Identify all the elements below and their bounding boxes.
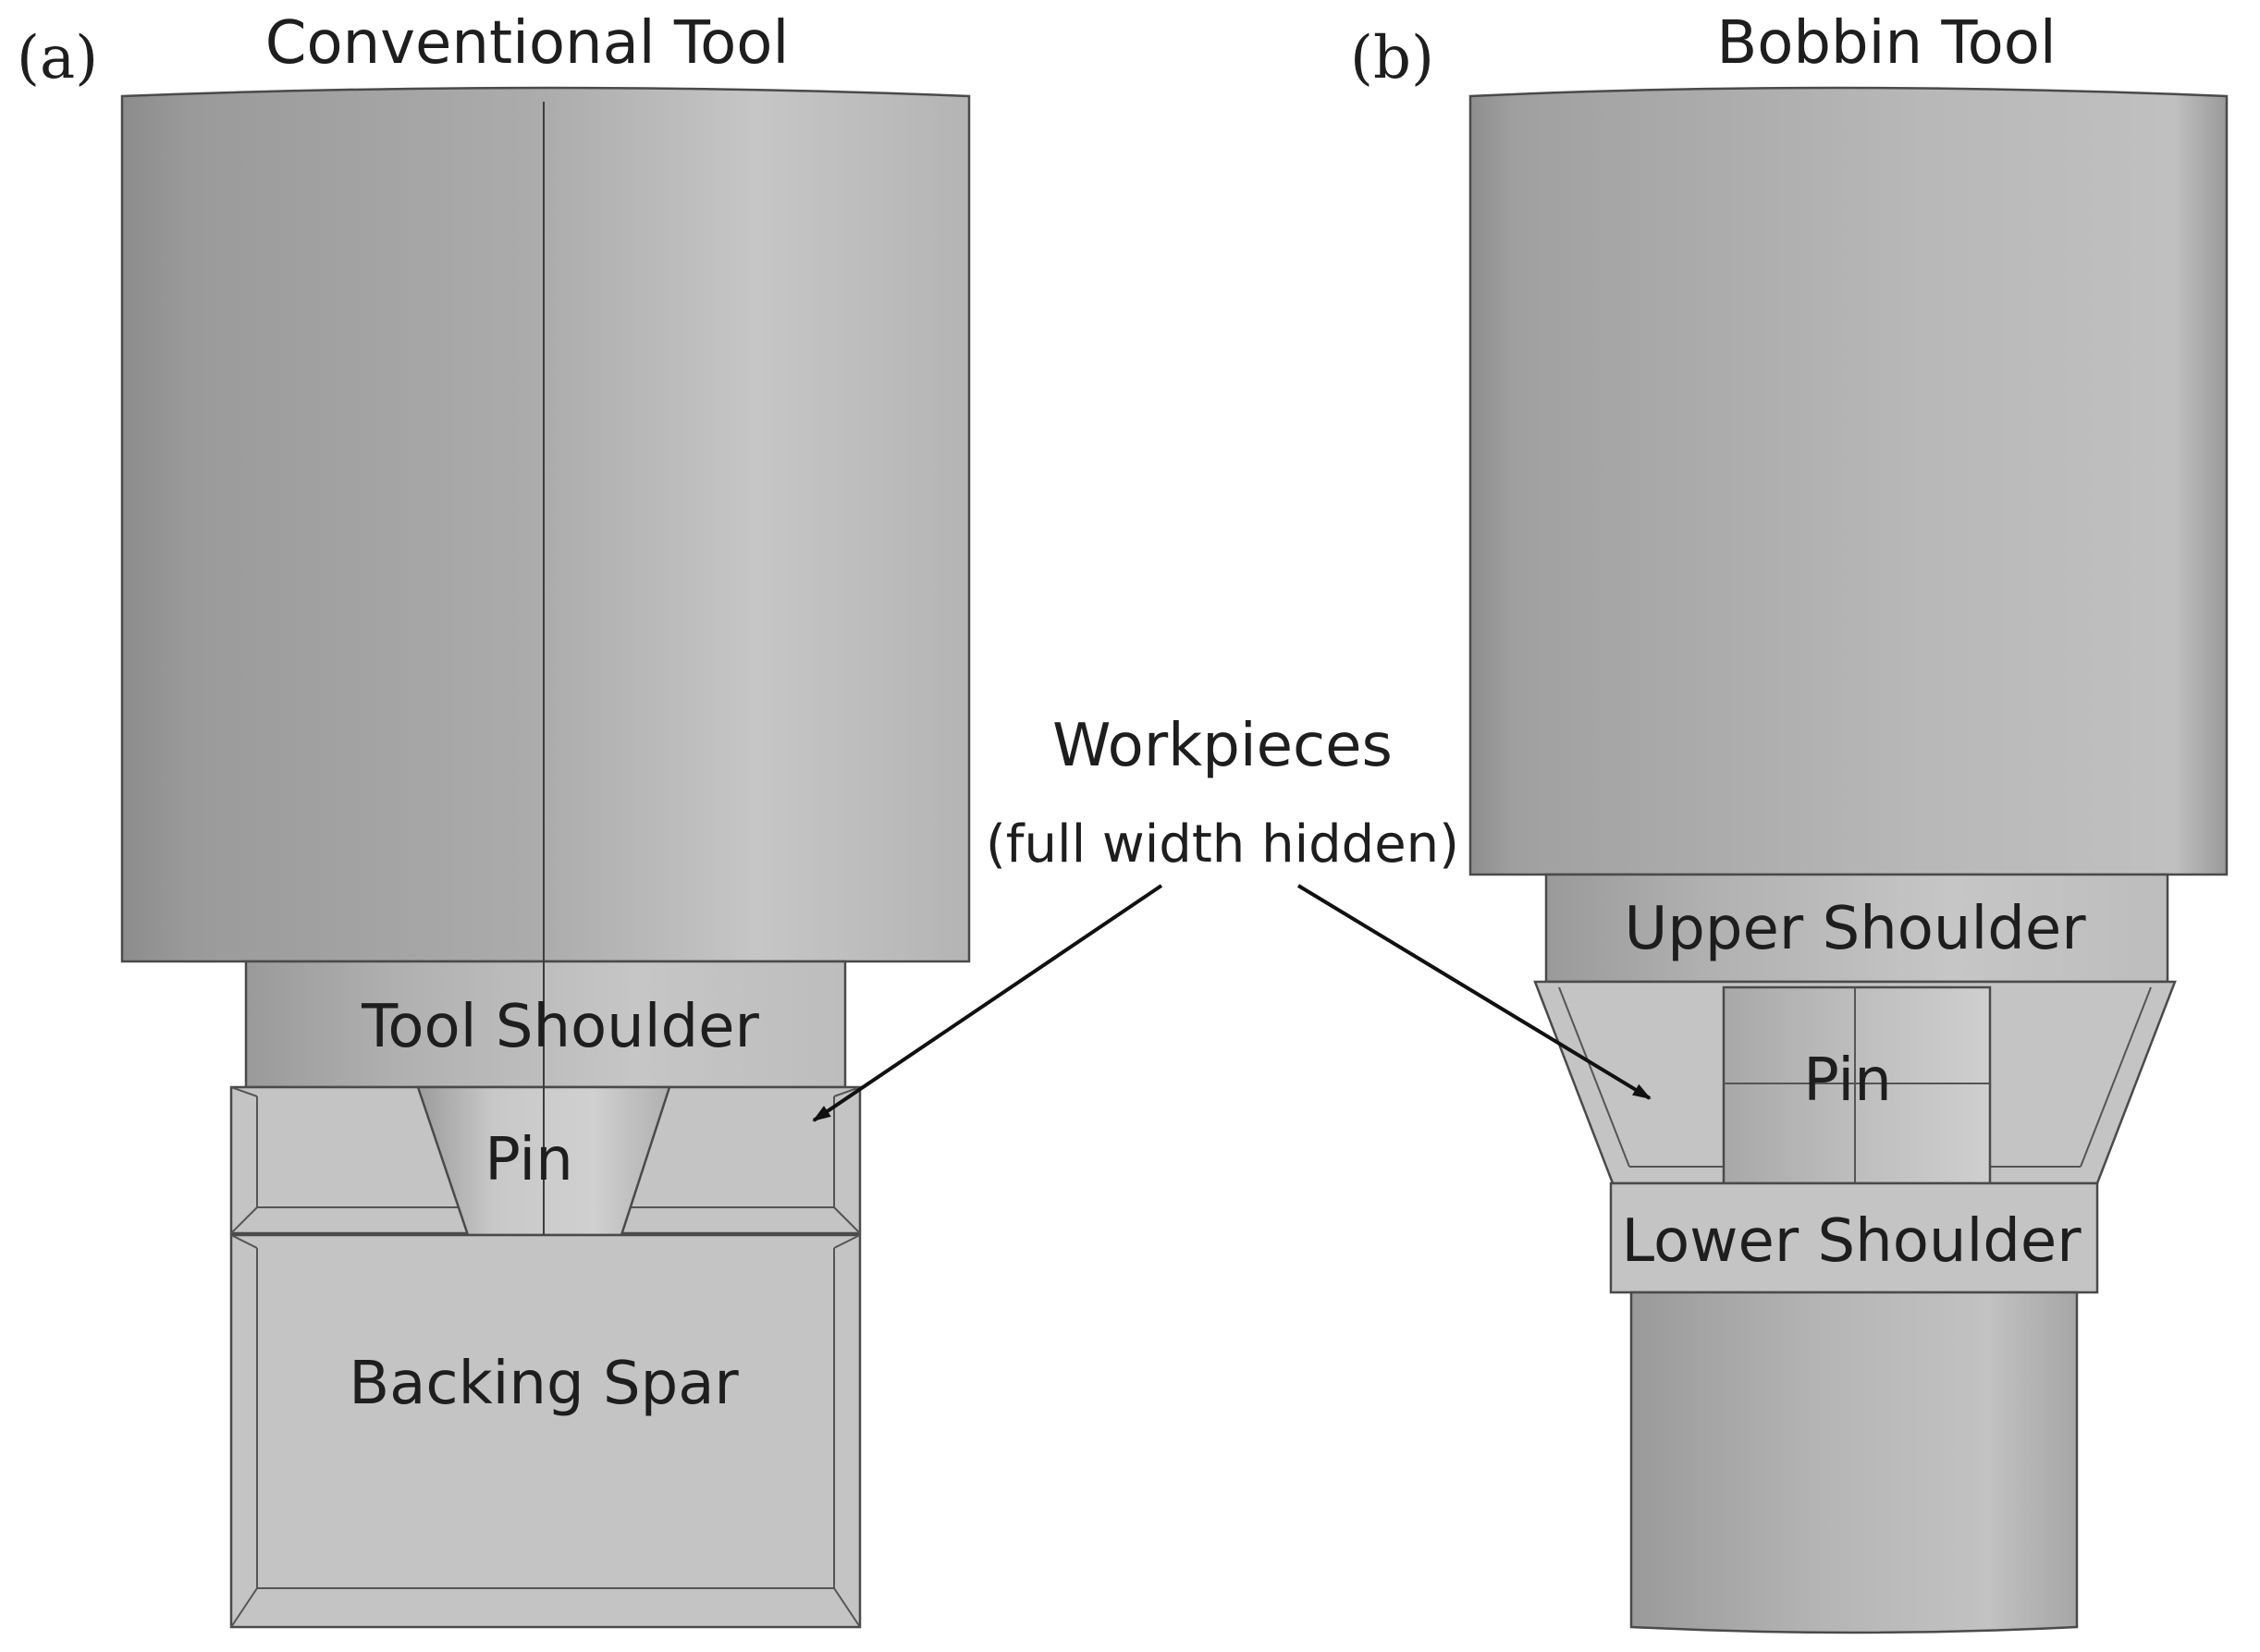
panel-b-title: Bobbin Tool — [1716, 9, 2056, 78]
arrow-to-bobbin-workpiece — [1296, 884, 1652, 1100]
arrow-to-conventional-workpiece — [812, 884, 1163, 1122]
panel-b-letter: (b) — [1350, 24, 1434, 92]
conventional-pin-label: Pin — [485, 1126, 573, 1194]
bobbin-pin — [1722, 985, 1992, 1185]
workpieces-sublabel: (full width hidden) — [986, 814, 1459, 875]
bobbin-pin-label: Pin — [1803, 1046, 1892, 1115]
workpiece-callout-arrows — [812, 884, 1652, 1122]
bobbin-tool — [1468, 86, 2229, 1634]
backing-spar — [229, 1233, 862, 1629]
tool-shoulder-label: Tool Shoulder — [361, 993, 759, 1061]
tool-shoulder — [244, 960, 847, 1089]
workpieces-label: Workpieces — [1052, 712, 1393, 780]
panel-a-letter: (a) — [17, 24, 98, 92]
conventional-tool — [120, 86, 971, 1629]
panel-a-title: Conventional Tool — [265, 9, 789, 78]
upper-shoulder — [1544, 873, 2169, 984]
upper-shoulder-label: Upper Shoulder — [1624, 895, 2086, 963]
bobbin-lower-shaft — [1629, 1291, 2079, 1634]
bobbin-body-cylinder — [1468, 86, 2229, 876]
backing-spar-label: Backing Spar — [349, 1350, 739, 1418]
lower-shoulder — [1609, 1181, 2099, 1294]
lower-shoulder-label: Lower Shoulder — [1621, 1207, 2082, 1276]
tool-body-cylinder — [120, 86, 971, 963]
